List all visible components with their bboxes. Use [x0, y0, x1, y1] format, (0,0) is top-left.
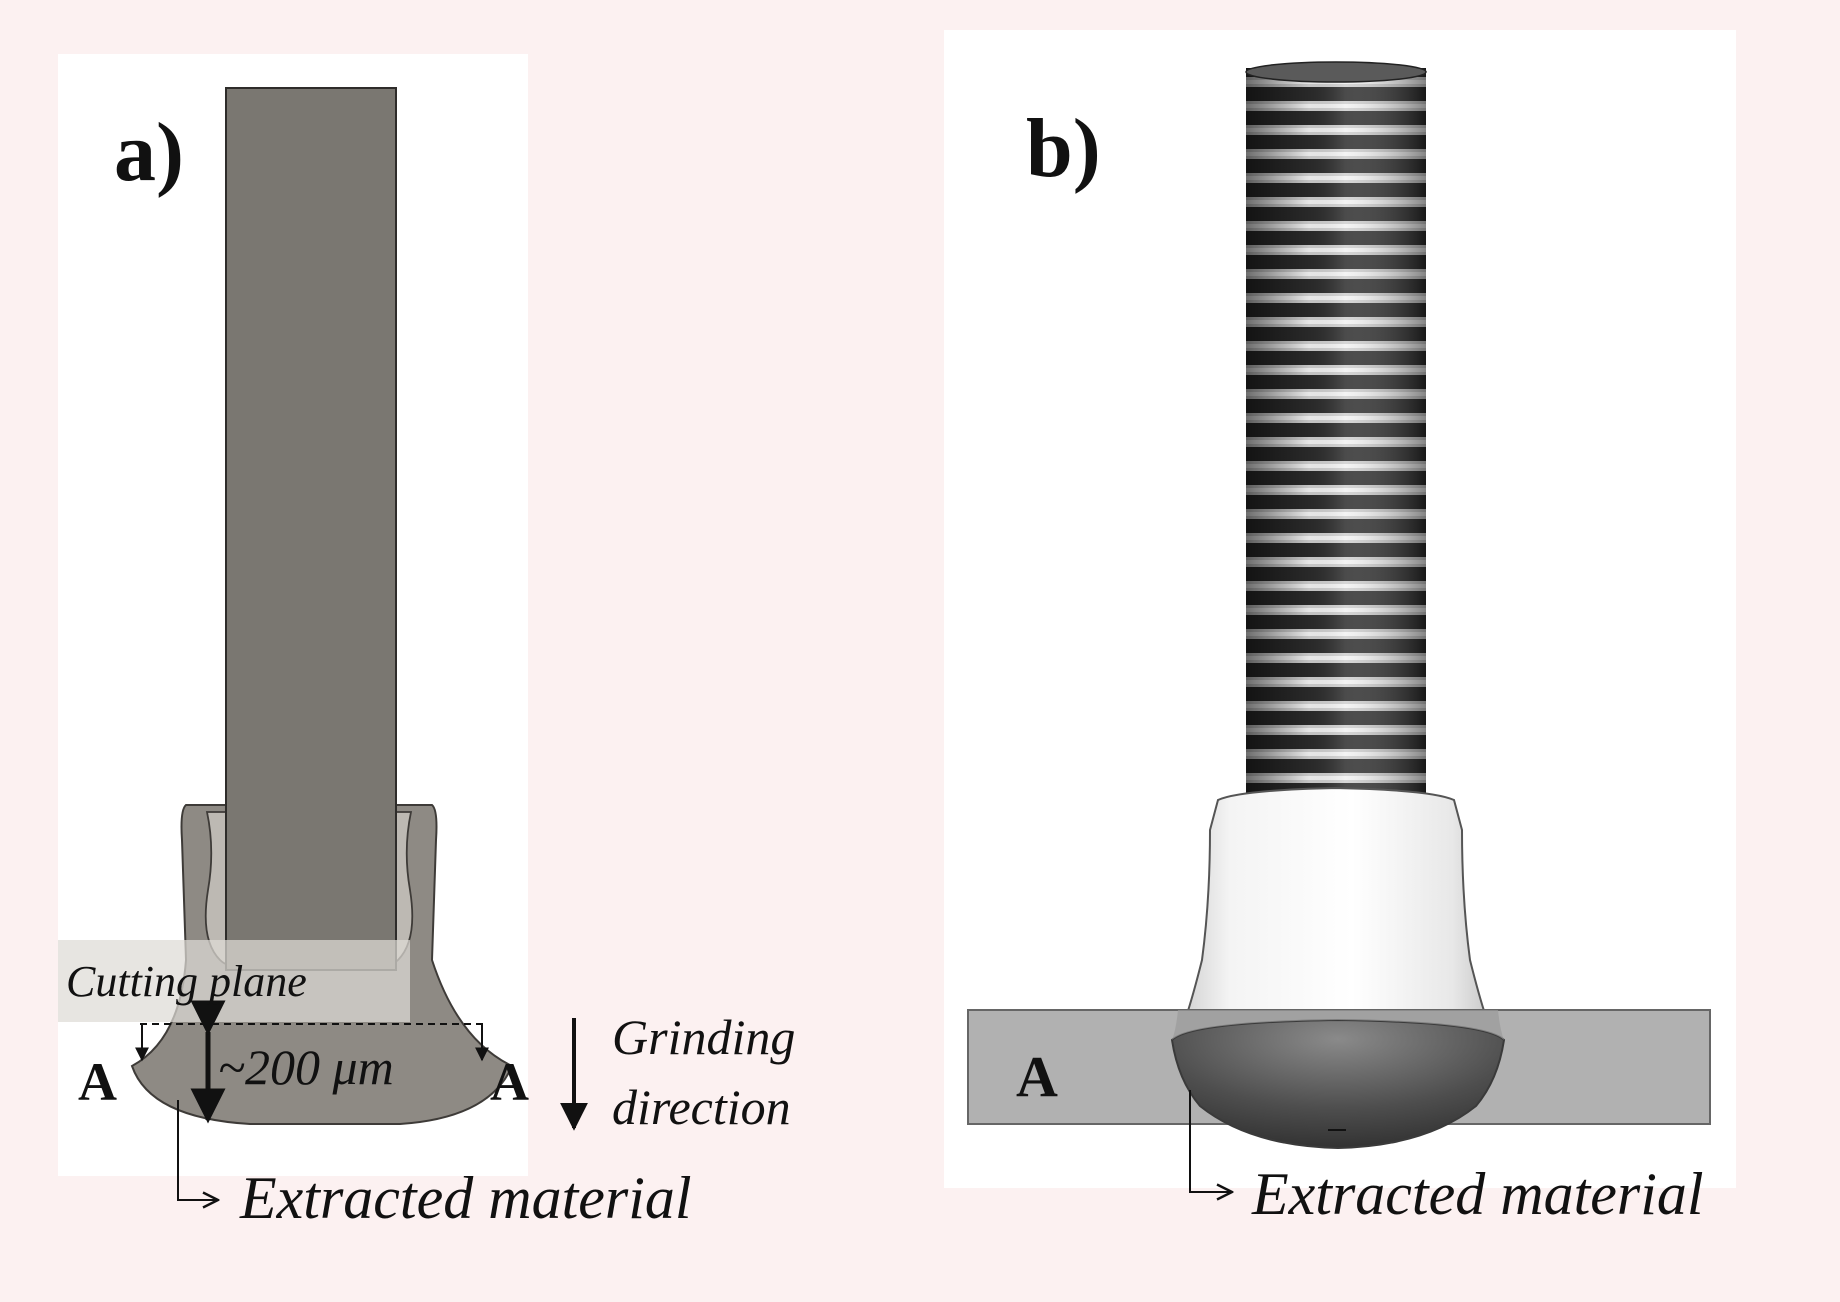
panel-a: a) Cutting plane A A ~200 μm Grinding di… [58, 87, 795, 1231]
rod-cross-section [225, 87, 397, 971]
grinding-label-line1: Grinding [612, 1009, 795, 1065]
grinding-label-line2: direction [612, 1079, 791, 1135]
head-in-plate [1172, 1010, 1504, 1040]
extracted-label-b: Extracted material [1251, 1161, 1704, 1227]
cutting-plane-band [58, 940, 410, 1022]
extracted-label-a: Extracted material [239, 1165, 692, 1231]
stud-top [1245, 61, 1427, 83]
extracted-leader-a [177, 1100, 218, 1200]
stud-dome [1170, 1018, 1506, 1150]
section-label-right: A [490, 1052, 529, 1112]
threaded-stud-shading [1246, 68, 1426, 798]
cutting-plane-label: Cutting plane [66, 957, 307, 1006]
panel-b: b) A Extracted material [967, 61, 1711, 1227]
panel-b-label: b) [1026, 102, 1101, 195]
panel-a-label: a) [114, 106, 184, 199]
stud-head [1167, 786, 1505, 1053]
section-label-left: A [78, 1052, 117, 1112]
dimension-label: ~200 μm [218, 1039, 394, 1095]
extracted-leader-b [1189, 1090, 1232, 1192]
section-label-b: A [1016, 1044, 1058, 1109]
